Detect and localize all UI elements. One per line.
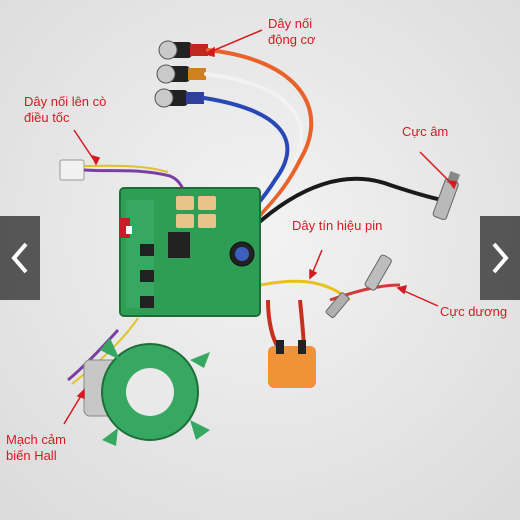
annotation-arrows (63, 29, 457, 425)
motor-connectors (154, 40, 208, 108)
label-negative-terminal: Cực âm (402, 124, 448, 140)
hall-sensor-board (67, 317, 210, 446)
label-negative-terminal-text: Cực âm (402, 124, 449, 139)
label-motor-wire: Dây nối động cơ (268, 16, 316, 48)
label-battery-signal-wire-text: Dây tín hiệu pin (292, 218, 383, 233)
label-throttle-wire: Dây nối lên cò điều tốc (24, 94, 106, 126)
positive-terminal-lug (364, 254, 392, 291)
label-throttle-wire-line1: Dây nối lên cò (24, 94, 107, 109)
next-image-button[interactable] (480, 216, 520, 300)
label-motor-wire-line1: Dây nối (268, 16, 313, 31)
controller-pcb (119, 187, 261, 317)
fuse (268, 340, 316, 388)
label-throttle-wire-line2: điều tốc (24, 110, 70, 125)
connector-lug (325, 292, 350, 319)
label-hall-sensor: Mạch cảm biến Hall (6, 432, 66, 464)
label-hall-sensor-line1: Mạch cảm (6, 432, 66, 447)
label-positive-terminal: Cực dương (440, 304, 507, 320)
chevron-left-icon (11, 242, 28, 274)
prev-image-button[interactable] (0, 216, 40, 300)
chevron-right-icon (492, 242, 509, 274)
label-battery-signal-wire: Dây tín hiệu pin (292, 218, 382, 234)
label-motor-wire-line2: động cơ (268, 32, 316, 47)
label-hall-sensor-line2: biến Hall (6, 448, 57, 463)
negative-wire (238, 176, 453, 242)
label-positive-terminal-text: Cực dương (440, 304, 508, 319)
